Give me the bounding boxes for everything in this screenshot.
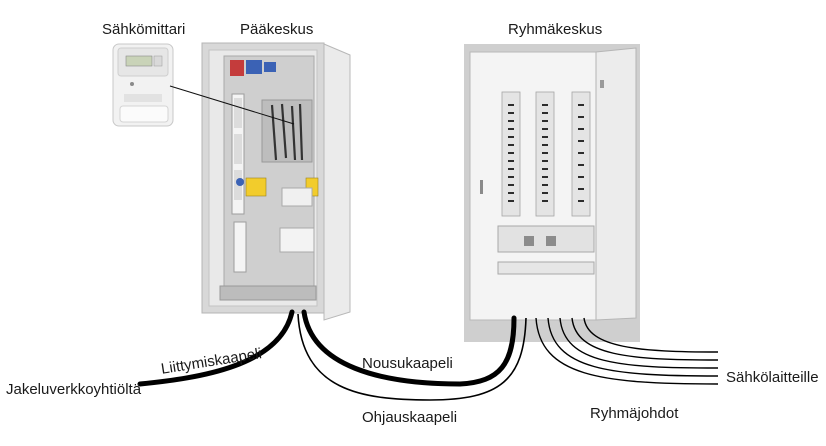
electricity-meter [113,44,173,126]
group-panel-label: Ryhmäkeskus [508,22,602,37]
control-cable-label: Ohjauskaapeli [362,410,457,425]
main-panel-label: Pääkeskus [240,22,313,37]
main-panel [202,43,350,320]
source-label: Jakeluverkkoyhtiöltä [6,382,141,397]
group-wires-label: Ryhmäjohdot [590,406,678,421]
appliances-label: Sähkölaitteille [726,370,819,385]
riser-cable-label: Nousukaapeli [362,356,453,371]
group-panel [464,44,640,342]
meter-label: Sähkömittari [102,22,185,37]
